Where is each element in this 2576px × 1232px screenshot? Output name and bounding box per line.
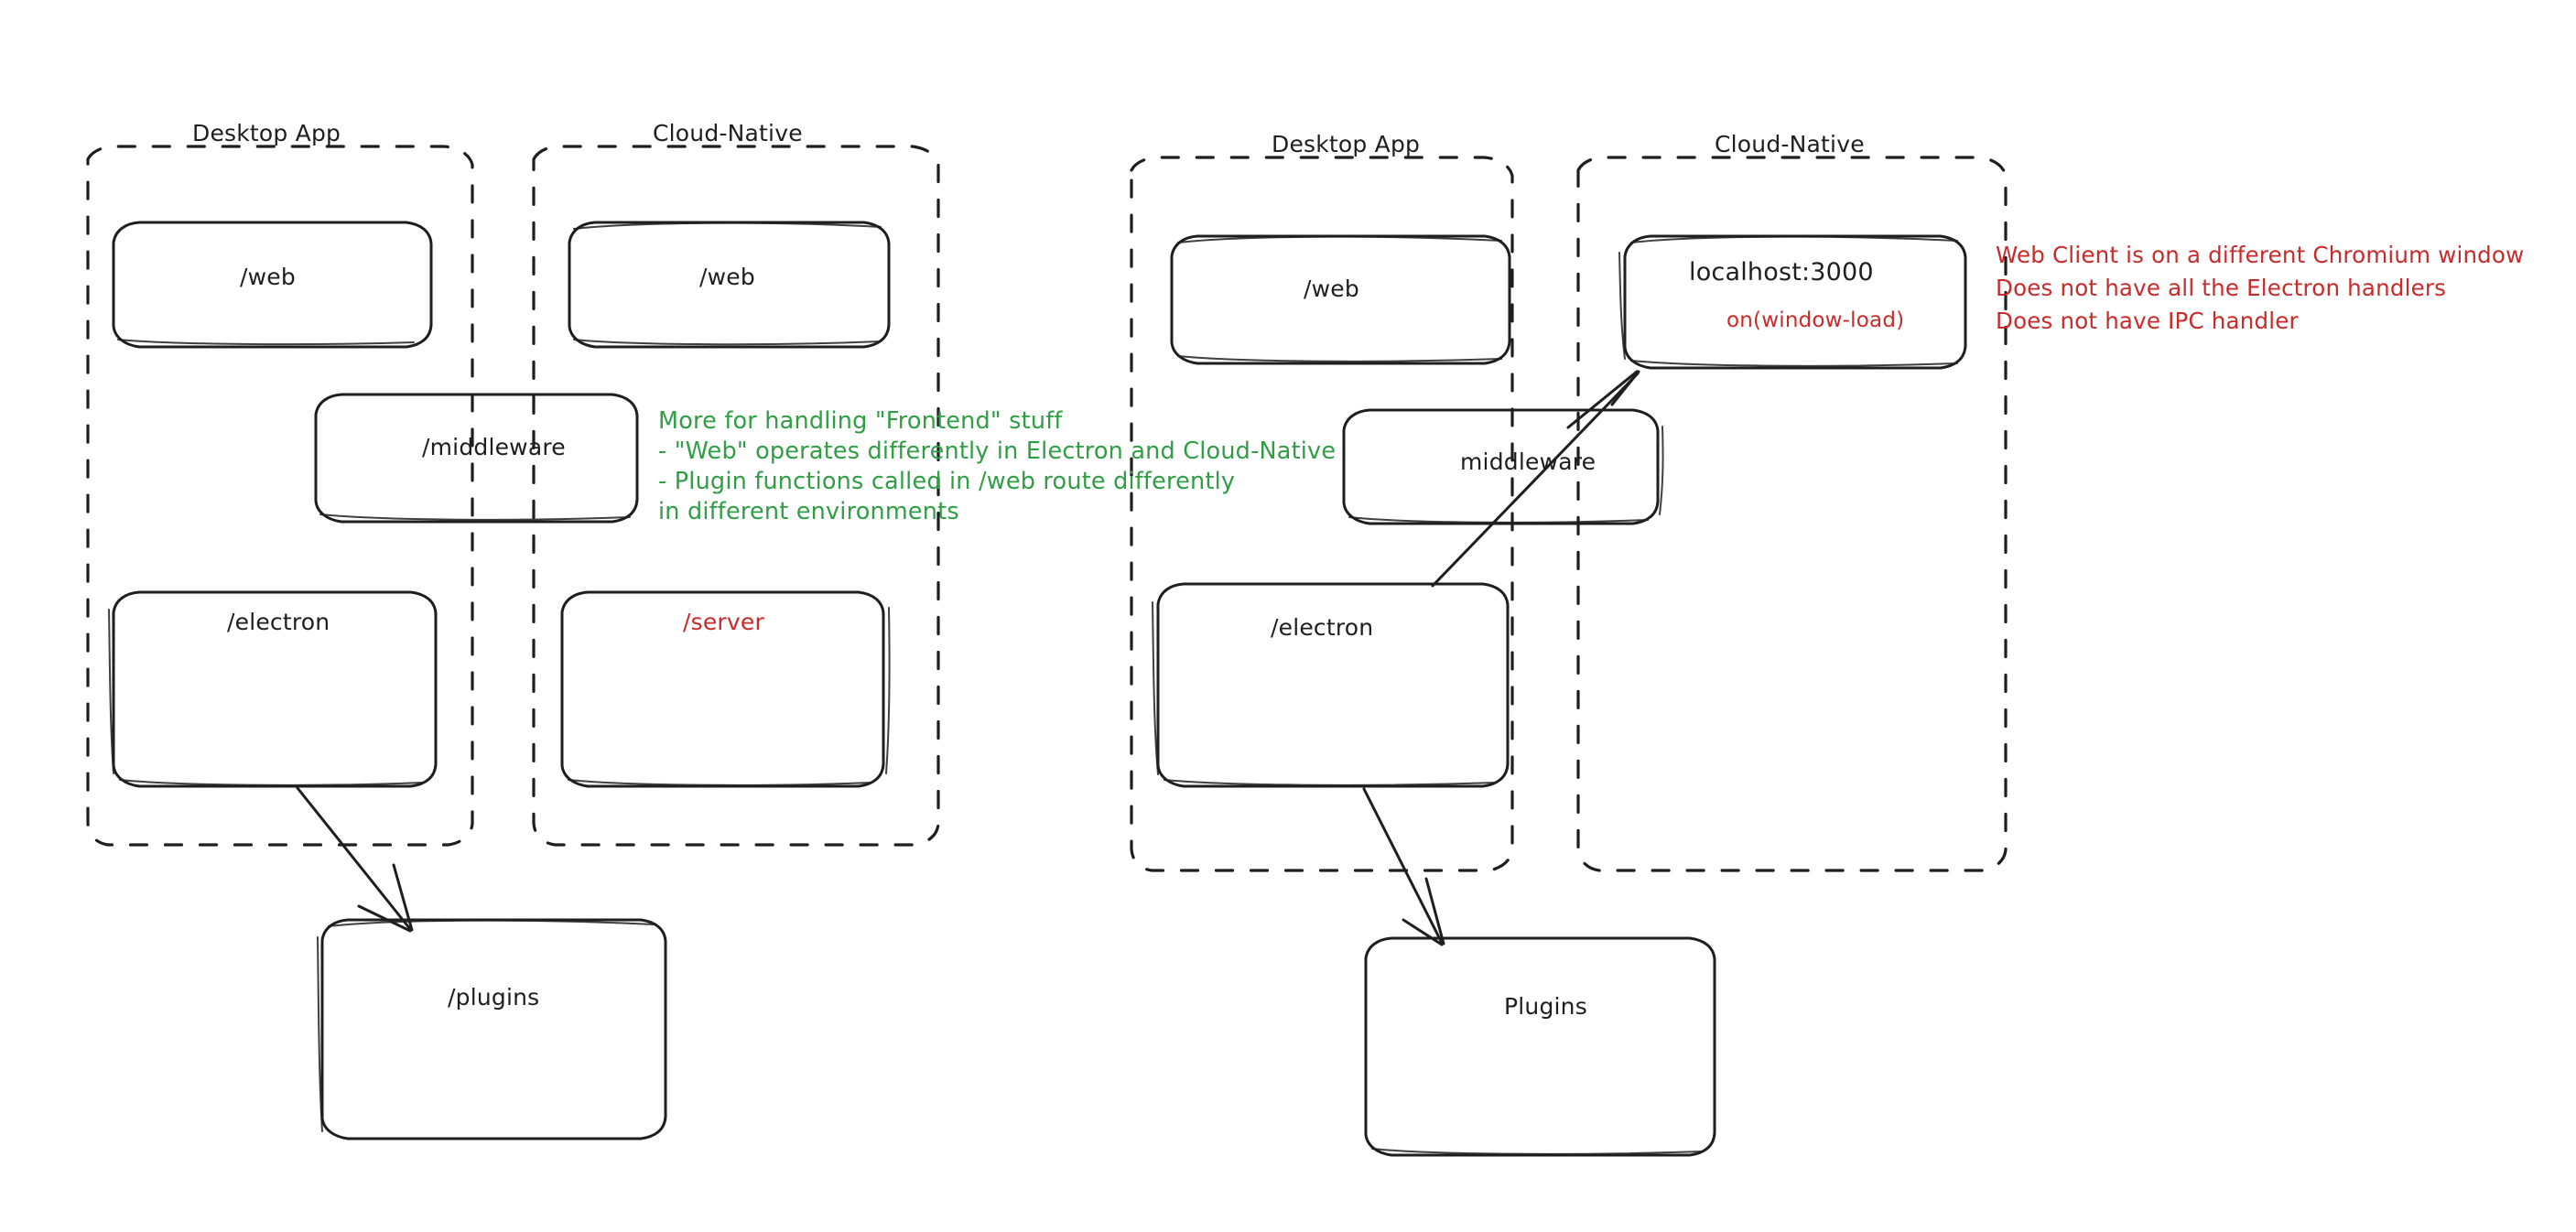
box-label-middleware-right: middleware: [1460, 448, 1596, 475]
box-middleware-left: [314, 393, 639, 524]
box-label-electron-left: /electron: [227, 609, 330, 635]
arrow-electron-to-localhost: [1431, 370, 1640, 588]
box-electron-left: [108, 590, 438, 788]
note-green-line-2: - "Web" operates differently in Electron…: [658, 438, 1337, 465]
box-label-middleware-left: /middleware: [422, 434, 566, 460]
box-web-desktop-right: [1170, 234, 1511, 365]
box-label-localhost-3000: localhost:3000: [1689, 258, 1874, 286]
box-label-plugins-left: /plugins: [448, 984, 540, 1010]
note-red-line-3: Does not have IPC handler: [1996, 308, 2299, 334]
group-title-desktop-app-left: Desktop App: [192, 120, 341, 146]
note-red-line-2: Does not have all the Electron handlers: [1996, 275, 2447, 301]
note-green-line-4: in different environments: [658, 498, 959, 525]
group-title-desktop-app-right: Desktop App: [1272, 131, 1421, 157]
box-plugins-left: [317, 918, 667, 1140]
box-electron-right: [1152, 582, 1510, 788]
arrow-electron-to-plugins-left: [296, 786, 414, 933]
note-green-line-1: More for handling "Frontend" stuff: [658, 407, 1063, 435]
box-label-plugins-right: Plugins: [1504, 993, 1587, 1020]
note-red-line-1: Web Client is on a different Chromium wi…: [1996, 242, 2525, 268]
box-middleware-right: [1342, 408, 1664, 525]
box-localhost-3000: [1618, 234, 1967, 370]
box-label-web-desktop-right: /web: [1304, 276, 1359, 302]
note-green-line-3: - Plugin functions called in /web route …: [658, 468, 1236, 495]
box-web-desktop-left: [112, 221, 433, 349]
box-label-server-left: /server: [683, 609, 764, 635]
arrow-electron-to-plugins-right: [1362, 787, 1445, 946]
box-web-cloud-left: [568, 221, 891, 349]
box-server-left: [560, 590, 891, 788]
box-sublabel-on-window-load: on(window-load): [1726, 308, 1905, 332]
box-label-web-cloud-left: /web: [699, 264, 755, 290]
group-title-cloud-native-left: Cloud-Native: [653, 120, 803, 146]
box-label-web-desktop-left: /web: [240, 264, 296, 290]
box-plugins-right: [1364, 936, 1716, 1157]
group-cloud-native-right: [1576, 156, 2008, 872]
group-desktop-app-right: [1130, 156, 1514, 872]
box-label-electron-right: /electron: [1271, 614, 1374, 641]
group-desktop-app-left: [86, 145, 474, 847]
group-title-cloud-native-right: Cloud-Native: [1715, 131, 1865, 157]
